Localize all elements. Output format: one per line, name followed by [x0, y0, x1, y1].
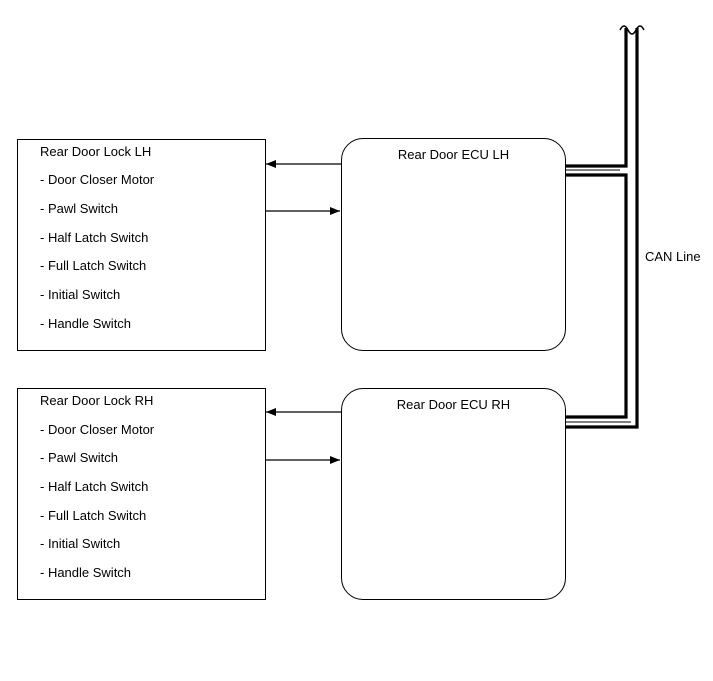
lock-lh-item-door-closer-motor: - Door Closer Motor: [40, 172, 155, 187]
rear-door-ecu-rh-title: Rear Door ECU RH: [396, 397, 511, 412]
lock-lh-item-full-latch-switch: - Full Latch Switch: [40, 258, 147, 273]
rear-door-ecu-lh-box: Rear Door ECU LH: [341, 138, 566, 351]
lock-lh-item-handle-switch: - Handle Switch: [40, 316, 132, 331]
can-line-label: CAN Line: [645, 249, 701, 264]
can-bus: [566, 28, 639, 429]
lock-rh-item-full-latch-switch: - Full Latch Switch: [40, 508, 147, 523]
line-break-mark: [619, 25, 645, 35]
rear-door-lock-rh-title: Rear Door Lock RH: [40, 393, 154, 408]
lock-lh-item-pawl-switch: - Pawl Switch: [40, 201, 119, 216]
rear-door-ecu-lh-title: Rear Door ECU LH: [397, 147, 510, 162]
rear-door-ecu-rh-box: Rear Door ECU RH: [341, 388, 566, 600]
rear-door-lock-lh-title: Rear Door Lock LH: [40, 144, 152, 159]
lock-rh-item-door-closer-motor: - Door Closer Motor: [40, 422, 155, 437]
rear-door-lock-rh-box: Rear Door Lock RH - Door Closer Motor - …: [17, 388, 266, 600]
rear-door-lock-lh-box: Rear Door Lock LH - Door Closer Motor - …: [17, 139, 266, 351]
lock-rh-item-initial-switch: - Initial Switch: [40, 536, 121, 551]
lock-lh-item-initial-switch: - Initial Switch: [40, 287, 121, 302]
lock-lh-item-half-latch-switch: - Half Latch Switch: [40, 230, 149, 245]
lock-rh-item-pawl-switch: - Pawl Switch: [40, 450, 119, 465]
lock-rh-item-handle-switch: - Handle Switch: [40, 565, 132, 580]
lock-rh-item-half-latch-switch: - Half Latch Switch: [40, 479, 149, 494]
